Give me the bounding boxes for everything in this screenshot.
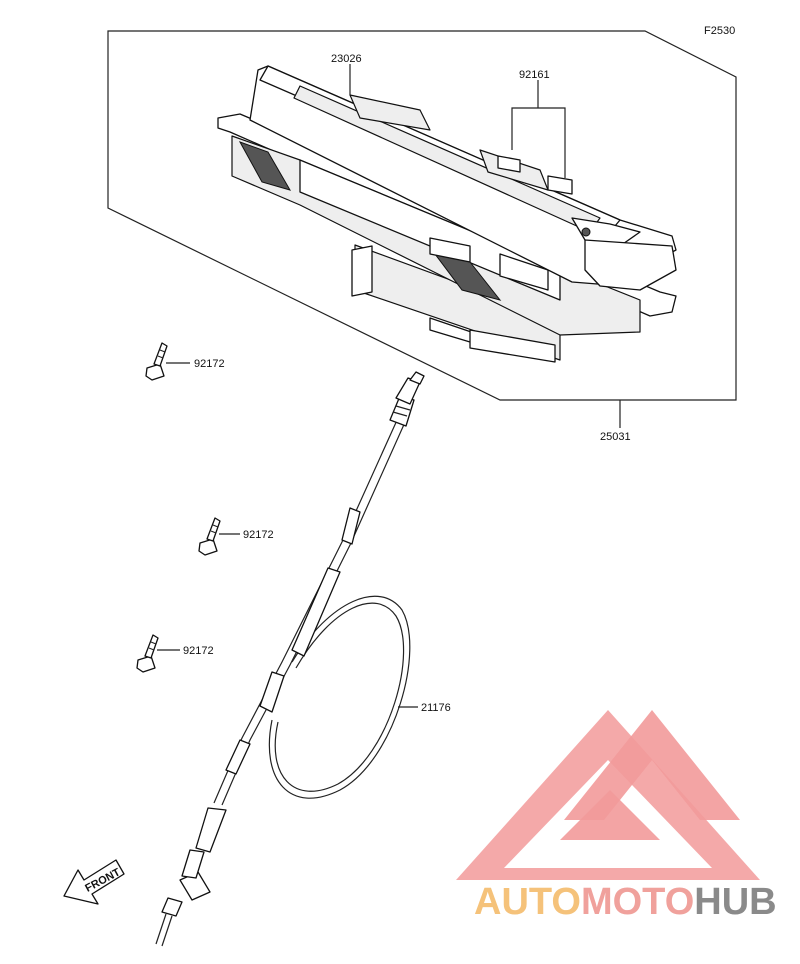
- label-25031: 25031: [600, 431, 631, 443]
- label-92161: 92161: [519, 69, 550, 81]
- label-21176: 21176: [421, 702, 451, 714]
- label-92172-c: 92172: [183, 645, 214, 657]
- screw-3-icon[interactable]: [136, 634, 159, 673]
- label-92172-a: 92172: [194, 358, 225, 370]
- figure-code: F2530: [704, 25, 735, 37]
- watermark-hub: HUB: [694, 881, 776, 923]
- watermark-text: AUTOMOTOHUB: [474, 881, 777, 923]
- screw-1-icon[interactable]: [145, 342, 168, 381]
- leader-92161-bracket: [511, 107, 566, 178]
- label-23026: 23026: [331, 53, 362, 65]
- speedometer-cable[interactable]: [155, 371, 425, 947]
- front-arrow-icon: FRONT: [63, 859, 125, 905]
- watermark-moto: MOTO: [581, 881, 694, 923]
- watermark-auto: AUTO: [474, 881, 581, 923]
- screw-2-icon[interactable]: [198, 517, 221, 556]
- assembly-frame: [107, 30, 737, 401]
- watermark-logo-icon: [456, 710, 760, 880]
- label-92172-b: 92172: [243, 529, 274, 541]
- meter-assembly[interactable]: [217, 65, 677, 363]
